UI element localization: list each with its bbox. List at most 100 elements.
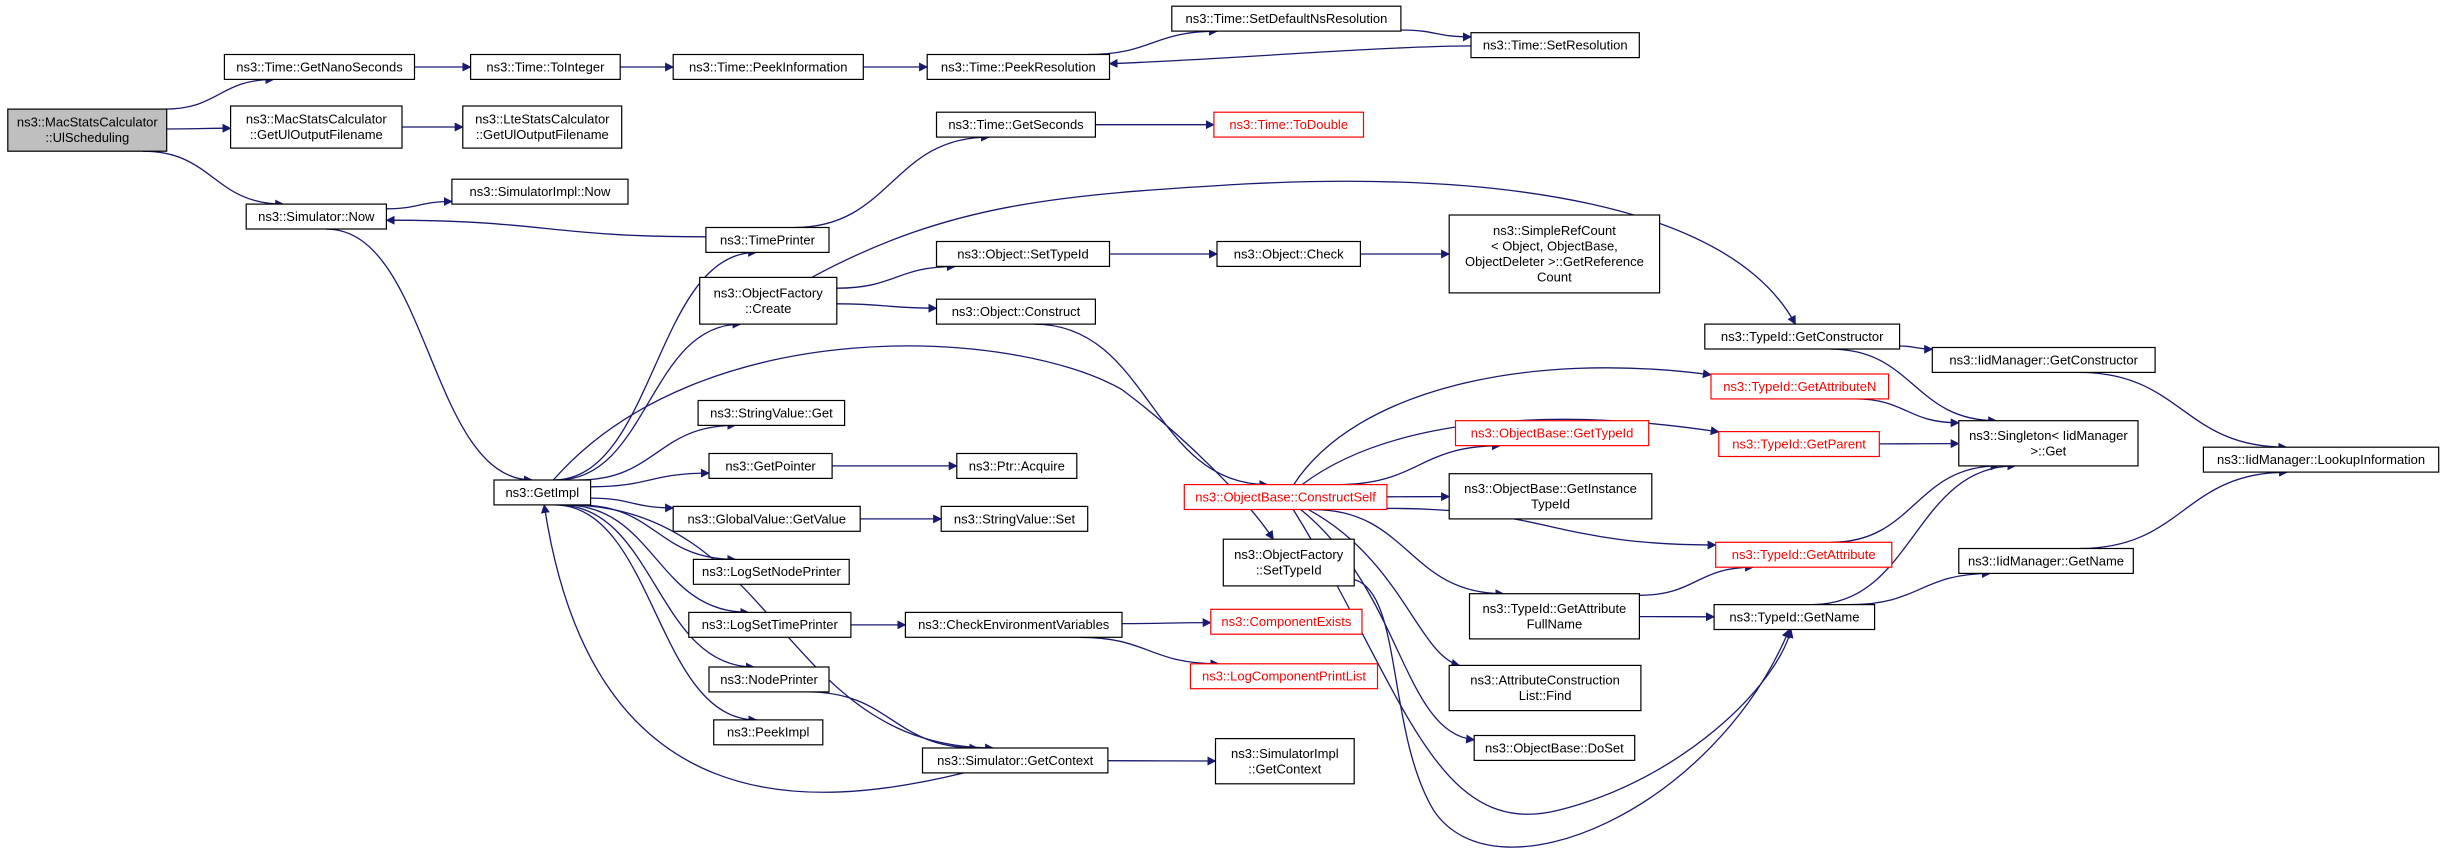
node-label-line: ns3::PeekImpl (727, 725, 809, 740)
node-box (1216, 240, 1361, 267)
node-box (904, 611, 1123, 638)
node-box (708, 452, 833, 479)
node-label-line: ns3::Time::SetResolution (1483, 38, 1628, 53)
node-box (451, 178, 629, 205)
node-logcomponentprintlist[interactable]: ns3::LogComponentPrintList (1189, 663, 1379, 690)
node-nodeprinter[interactable]: ns3::NodePrinter (708, 666, 830, 693)
node-object-settypeid[interactable]: ns3::Object::SetTypeId (935, 240, 1111, 267)
edge-checkenvironmentvariables-to-logcomponentprintlist (1079, 636, 1220, 669)
node-label-line: ns3::ComponentExists (1221, 614, 1352, 629)
node-iidmanager-lookupinformation[interactable]: ns3::IidManager::LookupInformation (2202, 446, 2440, 473)
edge-objectfactory_create-to-object_construct (836, 303, 938, 313)
node-label-line: ::UlScheduling (45, 130, 129, 145)
edge-objectfactory_create-to-typeid_getconstructor (811, 180, 1796, 325)
node-simplerefcount[interactable]: ns3::SimpleRefCount< Object, ObjectBase,… (1448, 214, 1661, 294)
node-box (1448, 214, 1661, 294)
edge-getimpl-to-logsettimeprinter (563, 504, 750, 617)
node-iidmanager-getconstructor[interactable]: ns3::IidManager::GetConstructor (1931, 346, 2156, 373)
node-box (1214, 737, 1355, 785)
node-timeprinter[interactable]: ns3::TimePrinter (705, 226, 830, 253)
node-globalvalue-getvalue[interactable]: ns3::GlobalValue::GetValue (672, 505, 861, 532)
node-componentexists[interactable]: ns3::ComponentExists (1210, 608, 1363, 635)
node-time-peekresolution[interactable]: ns3::Time::PeekResolution (926, 53, 1111, 80)
node-typeid-getattributen[interactable]: ns3::TypeId::GetAttributeN (1710, 373, 1890, 400)
node-label-line: Count (1537, 270, 1572, 285)
node-typeid-getconstructor[interactable]: ns3::TypeId::GetConstructor (1704, 323, 1901, 350)
edge-typeid_getconstructor-to-iidmanager_getconstructor (1899, 344, 1934, 354)
node-objectfactory-settypeid[interactable]: ns3::ObjectFactory::SetTypeId (1222, 538, 1355, 587)
node-label-line: ns3::Time::GetSeconds (948, 117, 1084, 132)
edge-simulator_getcontext-to-getimpl (540, 504, 965, 793)
node-label-line: ns3::Object::Construct (952, 304, 1081, 319)
node-box (462, 105, 623, 149)
node-label-line: >::Get (2031, 443, 2067, 458)
node-label-line: List::Find (1519, 688, 1572, 703)
node-checkenvironmentvariables[interactable]: ns3::CheckEnvironmentVariables (904, 611, 1123, 638)
node-typeid-getname[interactable]: ns3::TypeId::GetName (1713, 603, 1876, 631)
node-simulator-now[interactable]: ns3::Simulator::Now (245, 203, 387, 230)
node-stringvalue-set[interactable]: ns3::StringValue::Set (940, 505, 1089, 532)
node-box (1448, 664, 1642, 712)
edge-typeid_getconstructor-to-singleton_get (1830, 348, 1998, 426)
node-label-line: ns3::SimulatorImpl (1231, 746, 1339, 761)
edge-getimpl-to-objectfactory_create (556, 319, 742, 481)
node-label-line: ns3::Ptr::Acquire (969, 458, 1065, 473)
node-time-peekinformation[interactable]: ns3::Time::PeekInformation (672, 53, 864, 80)
node-objectbase-constructself[interactable]: ns3::ObjectBase::ConstructSelf (1183, 484, 1388, 511)
node-objectfactory-create[interactable]: ns3::ObjectFactory::Create (699, 276, 838, 325)
edge-objectbase_constructself-to-typeid_getname (1292, 509, 1794, 815)
node-box (699, 276, 838, 325)
node-macstats-ulscheduling[interactable]: ns3::MacStatsCalculator::UlScheduling (7, 108, 168, 152)
node-object-construct[interactable]: ns3::Object::Construct (935, 298, 1096, 325)
edge-simulator_now-to-getimpl (326, 228, 533, 485)
node-simulatorimpl-getcontext[interactable]: ns3::SimulatorImpl::GetContext (1214, 737, 1355, 785)
node-ptr-acquire[interactable]: ns3::Ptr::Acquire (956, 452, 1078, 479)
node-time-todouble[interactable]: ns3::Time::ToDouble (1213, 111, 1365, 138)
node-box (1715, 541, 1893, 568)
node-box (245, 203, 387, 230)
node-singleton-get[interactable]: ns3::Singleton< IidManager>::Get (1958, 420, 2139, 467)
node-time-tointeger[interactable]: ns3::Time::ToInteger (470, 53, 621, 80)
node-iidmanager-getname[interactable]: ns3::IidManager::GetName (1958, 547, 2134, 574)
node-label-line: ns3::ObjectBase::DoSet (1485, 740, 1624, 755)
node-simulator-getcontext[interactable]: ns3::Simulator::GetContext (921, 747, 1109, 774)
node-logsettimeprinter[interactable]: ns3::LogSetTimePrinter (688, 611, 852, 638)
node-time-setdefaultnsresolution[interactable]: ns3::Time::SetDefaultNsResolution (1171, 5, 1402, 32)
node-ltestats-getuloutputfilename[interactable]: ns3::LteStatsCalculator::GetUlOutputFile… (462, 105, 623, 149)
node-objectbase-gettypeid[interactable]: ns3::ObjectBase::GetTypeId (1454, 420, 1650, 447)
node-simulatorimpl-now[interactable]: ns3::SimulatorImpl::Now (451, 178, 629, 205)
node-logsetnodeprinter[interactable]: ns3::LogSetNodePrinter (692, 558, 850, 585)
node-box (1189, 663, 1379, 690)
node-time-getseconds[interactable]: ns3::Time::GetSeconds (935, 111, 1096, 138)
node-typeid-getparent[interactable]: ns3::TypeId::GetParent (1718, 431, 1880, 458)
node-getimpl[interactable]: ns3::GetImpl (493, 479, 592, 506)
node-box (230, 105, 403, 149)
node-label-line: ns3::LogSetTimePrinter (702, 617, 839, 632)
node-peekimpl[interactable]: ns3::PeekImpl (713, 719, 824, 746)
node-label-line: ns3::IidManager::LookupInformation (2217, 452, 2425, 467)
edge-objectfactory_settypeid-to-typeid_getname (1354, 578, 1791, 848)
node-macstats-getuloutputfilename[interactable]: ns3::MacStatsCalculator::GetUlOutputFile… (230, 105, 403, 149)
edge-objectbase_constructself-to-typeid_getattributen (1293, 367, 1712, 485)
node-time-setresolution[interactable]: ns3::Time::SetResolution (1470, 32, 1640, 59)
node-object-check[interactable]: ns3::Object::Check (1216, 240, 1361, 267)
node-label-line: ns3::AttributeConstruction (1470, 673, 1620, 688)
node-label-line: ns3::ObjectBase::GetInstance (1464, 481, 1637, 496)
edge-macstats_ulscheduling-to-time_getnanoseconds (164, 75, 275, 110)
node-objectbase-doset[interactable]: ns3::ObjectBase::DoSet (1473, 734, 1636, 761)
node-label-line: ns3::GetImpl (505, 485, 579, 500)
node-typeid-getattribute[interactable]: ns3::TypeId::GetAttribute (1715, 541, 1893, 568)
node-getpointer[interactable]: ns3::GetPointer (708, 452, 833, 479)
node-label-line: < Object, ObjectBase, (1491, 239, 1618, 254)
node-box (470, 53, 621, 80)
node-label-line: ns3::Object::Check (1234, 246, 1344, 261)
node-stringvalue-get[interactable]: ns3::StringValue::Get (697, 399, 846, 426)
node-box (935, 298, 1096, 325)
edge-typeid_getname-to-iidmanager_getname (1850, 569, 1991, 606)
node-time-getnanoseconds[interactable]: ns3::Time::GetNanoSeconds (223, 53, 416, 80)
node-box (7, 108, 168, 152)
node-label-line: ns3::LogComponentPrintList (1202, 669, 1366, 684)
